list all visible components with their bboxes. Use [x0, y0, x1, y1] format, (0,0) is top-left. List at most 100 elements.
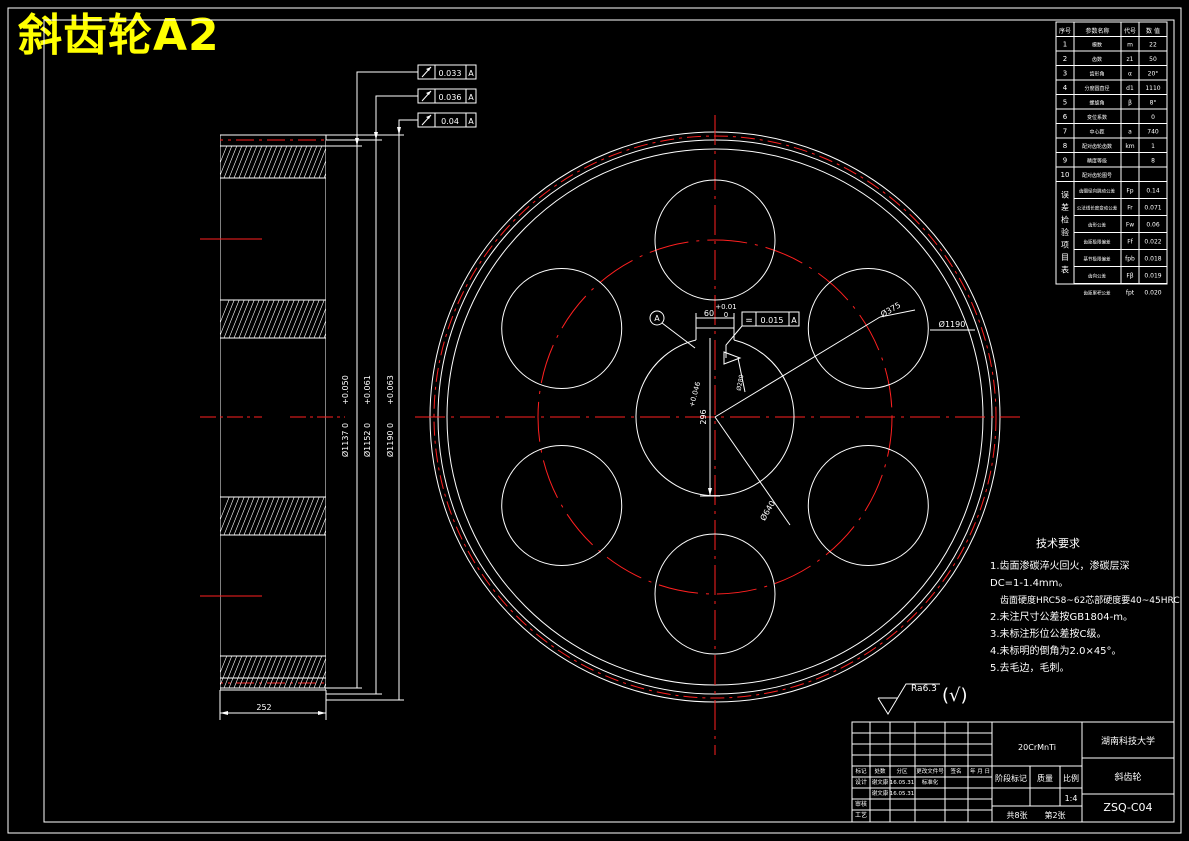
checker-name: 谢文康 — [872, 789, 889, 797]
lightening-hole — [501, 445, 623, 566]
param-row-value: 22 — [1149, 42, 1157, 49]
hatch-line — [218, 655, 233, 689]
roughness-symbol: Ra6.3 (√) — [877, 683, 968, 715]
param-row-name: 配对齿轮图号 — [1082, 172, 1112, 179]
param-row-no: 4 — [1063, 84, 1068, 92]
param-row-name: 模数 — [1092, 42, 1102, 49]
hatch-line — [253, 655, 268, 689]
param-row-code: α — [1128, 71, 1132, 78]
hatch-line — [243, 299, 260, 339]
scale-label: 比例 — [1063, 773, 1079, 783]
hatch-line — [258, 145, 273, 179]
approve-label: 审核 — [855, 800, 867, 808]
param-row-name: 分度圆直径 — [1084, 85, 1109, 92]
param-row-value: 0 — [1151, 114, 1155, 121]
param-row-value: 20° — [1148, 71, 1159, 78]
svg-text:4.未标明的倒角为2.0×45°。: 4.未标明的倒角为2.0×45°。 — [990, 644, 1122, 657]
check-row-value: 0.06 — [1146, 222, 1160, 229]
param-row-code: m — [1127, 42, 1133, 49]
weight-label: 质量 — [1037, 773, 1053, 783]
check-row-value: 0.020 — [1144, 290, 1161, 297]
hatch-line — [268, 496, 285, 536]
hatch-line — [288, 299, 305, 339]
hatch-line — [238, 145, 253, 179]
keyway-width: 60 — [704, 309, 714, 318]
param-row-no: 10 — [1061, 171, 1070, 179]
hatch-line — [228, 145, 243, 179]
check-row-value: 0.018 — [1144, 256, 1161, 263]
outer-border — [7, 7, 1182, 834]
hatch-line — [288, 655, 303, 689]
svg-text:Ra6.3: Ra6.3 — [911, 684, 937, 694]
pitch-dia-dim: Ø640 — [758, 499, 777, 523]
dia-dim-1: Ø1137 0 — [340, 423, 350, 457]
param-row-code: β — [1128, 100, 1132, 107]
hatch-line — [263, 496, 280, 536]
tolerance-frame-2: 0.036 A — [417, 88, 477, 104]
title-row-label: 处数 — [874, 767, 886, 775]
check-row-code: Fw — [1126, 222, 1134, 229]
hatch-line — [283, 496, 300, 536]
check-row-value: 0.022 — [1144, 239, 1161, 246]
check-row-name: 齿圈径向跳动公差 — [1079, 188, 1115, 195]
stage-mark-label: 阶段标记 — [995, 773, 1027, 783]
check-group-char: 项 — [1061, 241, 1069, 250]
hatch-line — [288, 145, 303, 179]
hatch-line — [273, 496, 290, 536]
param-row-name: 配对齿轮齿数 — [1082, 143, 1112, 150]
svg-text:5.去毛边，毛刺。: 5.去毛边，毛刺。 — [990, 662, 1070, 674]
side-view: 252 Ø1137 0 +0.050 Ø1152 0 +0.061 Ø1190 … — [150, 71, 418, 720]
hatch-line — [253, 299, 270, 339]
check-group-char: 差 — [1061, 202, 1069, 212]
bore-dia-dim: Ø280 — [736, 374, 746, 391]
hatch-line — [233, 655, 248, 689]
hatch-line — [273, 655, 288, 689]
check-date: 16.05.31 — [890, 791, 915, 797]
hatch-line — [303, 655, 318, 689]
hatch-line — [308, 145, 323, 179]
lightening-hole — [654, 179, 776, 301]
hatch-block — [219, 496, 327, 536]
hatch-line — [233, 145, 248, 179]
hatch-line — [233, 299, 250, 339]
svg-text:DC=1-1.4mm。: DC=1-1.4mm。 — [990, 578, 1068, 589]
drawing-title: 斜齿轮A2 — [18, 10, 220, 61]
designer-name: 谢文康 — [872, 778, 889, 786]
tech-req-heading: 技术要求 — [1036, 537, 1080, 550]
check-group-char: 目 — [1061, 253, 1069, 262]
hatch-line — [308, 299, 325, 339]
lightening-hole — [501, 268, 623, 389]
check-row-code: Fr — [1127, 205, 1133, 212]
param-row-name: 螺旋角 — [1089, 100, 1104, 107]
svg-text:3.未标注形位公差按C级。: 3.未标注形位公差按C级。 — [990, 627, 1107, 640]
hatch-line — [313, 655, 328, 689]
param-row-no: 5 — [1063, 99, 1067, 107]
svg-text:A: A — [468, 117, 474, 126]
hatch-line — [233, 496, 250, 536]
front-view: 60 +0.01 0 = 0.015 A A Ø375 Ø1190 296 +0… — [415, 115, 1020, 755]
check-row-value: 0.019 — [1144, 273, 1161, 280]
hatch-line — [303, 145, 318, 179]
hatch-line — [248, 496, 265, 536]
param-row-code: d1 — [1126, 85, 1134, 92]
title-row-label: 年 月 日 — [970, 767, 990, 775]
std-label: 标准化 — [922, 778, 939, 786]
hatch-line — [263, 299, 280, 339]
hatch-line — [223, 145, 238, 179]
sheet-no: 第2张 — [1044, 810, 1065, 820]
hatch-line — [298, 655, 313, 689]
hatch-line — [268, 145, 283, 179]
hatch-line — [303, 496, 320, 536]
svg-text:0: 0 — [724, 311, 728, 319]
title-row-label: 签名 — [950, 767, 961, 775]
svg-text:0.04: 0.04 — [441, 117, 459, 126]
hatch-line — [293, 145, 308, 179]
hatch-line — [298, 145, 313, 179]
check-row-name: 公法线长度变动公差 — [1077, 205, 1118, 212]
lightening-hole — [807, 268, 929, 389]
hatch-line — [308, 496, 325, 536]
hatch-line — [218, 496, 235, 536]
hatch-line — [273, 145, 288, 179]
lightening-hole — [654, 533, 776, 655]
